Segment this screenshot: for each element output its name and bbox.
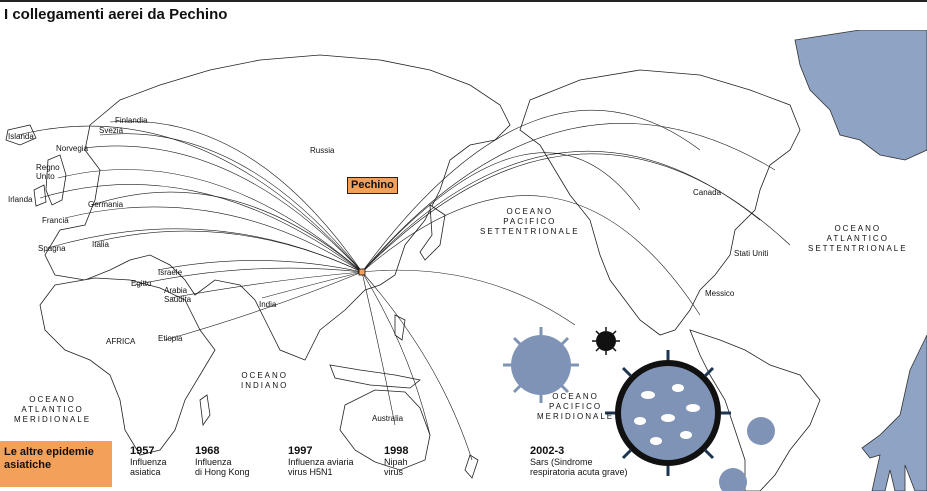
- south-america: [689, 329, 821, 491]
- ocean-pacifico-settentrionale: OCEANO PACIFICO SETTENTRIONALE: [480, 207, 580, 236]
- label-germania: Germania: [88, 200, 124, 209]
- label-egitto: Egitto: [131, 279, 152, 288]
- route-australia-2: [361, 271, 431, 436]
- ocean-atlantico-settentrionale: OCEANO ATLANTICO SETTENTRIONALE: [808, 224, 908, 253]
- epidemic-name: Influenza asiatica: [130, 457, 167, 477]
- greenland: [794, 30, 927, 161]
- epidemic-1968: 1968 Influenza di Hong Kong: [195, 445, 250, 477]
- epidemic-name: Sars (Sindrome respiratoria acuta grave): [530, 457, 628, 477]
- label-canada: Canada: [693, 188, 722, 197]
- label-regno-unito: Regno Unito: [36, 163, 60, 181]
- map-title: I collegamenti aerei da Pechino: [4, 6, 228, 23]
- africa: [39, 277, 216, 456]
- virus-tiny-1-icon: [747, 417, 775, 445]
- label-india: India: [259, 300, 277, 309]
- virus-small-dark-icon: [592, 327, 620, 355]
- route-messico: [361, 195, 701, 316]
- route-italia: [94, 230, 363, 273]
- virus-large-icon: [605, 350, 731, 476]
- epidemic-1998: 1998 Nipah virus: [384, 445, 408, 477]
- label-svezia: Svezia: [99, 126, 124, 135]
- epidemic-year: 2002-3: [530, 445, 565, 457]
- philippines: [394, 314, 406, 341]
- label-russia: Russia: [310, 146, 335, 155]
- ireland: [33, 184, 47, 207]
- label-arabia: Arabia Saudita: [164, 286, 192, 304]
- epidemics-title: Le altre epidemie asiatiche: [0, 441, 112, 487]
- label-israele: Israele: [158, 268, 183, 277]
- route-nz: [361, 271, 473, 461]
- route-us-1: [361, 152, 641, 273]
- top-rule: [0, 0, 927, 2]
- madagascar: [199, 394, 211, 427]
- route-islanda: [17, 125, 363, 273]
- iceland: [5, 124, 37, 146]
- epidemic-year: 1997: [288, 445, 313, 457]
- route-arabia: [169, 271, 363, 299]
- route-germania: [91, 191, 363, 273]
- route-us-3: [361, 153, 791, 273]
- map-svg: [5, 30, 927, 491]
- virus-medium-icon: [503, 327, 579, 403]
- flight-routes: [17, 109, 791, 461]
- eurasia: [44, 54, 511, 361]
- epidemic-name: Influenza di Hong Kong: [195, 457, 250, 477]
- route-francia: [64, 206, 363, 273]
- label-etiopia: Etiopia: [158, 334, 183, 343]
- australia: [339, 389, 431, 471]
- route-finlandia: [109, 120, 363, 273]
- epidemic-year: 1968: [195, 445, 220, 457]
- epidemic-1957: 1957 Influenza asiatica: [130, 445, 167, 477]
- route-israele: [157, 260, 363, 273]
- beijing-dot: [358, 268, 366, 276]
- landmasses: [5, 30, 927, 491]
- north-america: [519, 69, 801, 336]
- route-canada-1: [361, 109, 701, 273]
- route-canada-2: [361, 123, 776, 273]
- label-norvegia: Norvegia: [56, 144, 89, 153]
- ocean-indiano: OCEANO INDIANO: [241, 371, 289, 390]
- label-africa: AFRICA: [106, 337, 136, 346]
- epidemic-name: Influenza aviaria virus H5N1: [288, 457, 354, 477]
- label-messico: Messico: [705, 289, 735, 298]
- route-etiopia: [164, 271, 363, 341]
- label-spagna: Spagna: [38, 244, 66, 253]
- route-regno-unito: [57, 169, 363, 273]
- virus-tiny-2-icon: [719, 468, 747, 491]
- route-india: [261, 271, 363, 299]
- label-finlandia: Finlandia: [115, 116, 148, 125]
- beijing-label: Pechino: [347, 177, 398, 194]
- epidemic-year: 1998: [384, 445, 409, 457]
- label-irlanda: Irlanda: [8, 195, 33, 204]
- route-svezia: [99, 133, 363, 273]
- arm-illustration: [861, 334, 927, 491]
- epidemic-1997: 1997 Influenza aviaria virus H5N1: [288, 445, 354, 477]
- label-francia: Francia: [42, 216, 69, 225]
- label-italia: Italia: [92, 240, 109, 249]
- ocean-pacifico-meridionale: OCEANO PACIFICO MERIDIONALE: [537, 392, 615, 421]
- epidemic-year: 1957: [130, 445, 155, 457]
- route-pacific: [361, 269, 576, 326]
- route-map: Islanda Finlandia Svezia Norvegia Regno …: [0, 30, 927, 491]
- epidemic-name: Nipah virus: [384, 457, 408, 477]
- new-zealand: [464, 454, 479, 479]
- indonesia: [329, 364, 421, 389]
- route-australia-1: [361, 271, 396, 426]
- label-australia: Australia: [372, 414, 404, 423]
- epidemic-2002-3: 2002-3 Sars (Sindrome respiratoria acuta…: [530, 445, 628, 477]
- ocean-atlantico-meridionale: OCEANO ATLANTICO MERIDIONALE: [14, 395, 92, 424]
- route-egitto: [134, 267, 363, 286]
- route-irlanda: [39, 184, 363, 273]
- label-islanda: Islanda: [8, 132, 34, 141]
- route-norvegia: [84, 145, 363, 273]
- label-stati-uniti: Stati Uniti: [734, 249, 769, 258]
